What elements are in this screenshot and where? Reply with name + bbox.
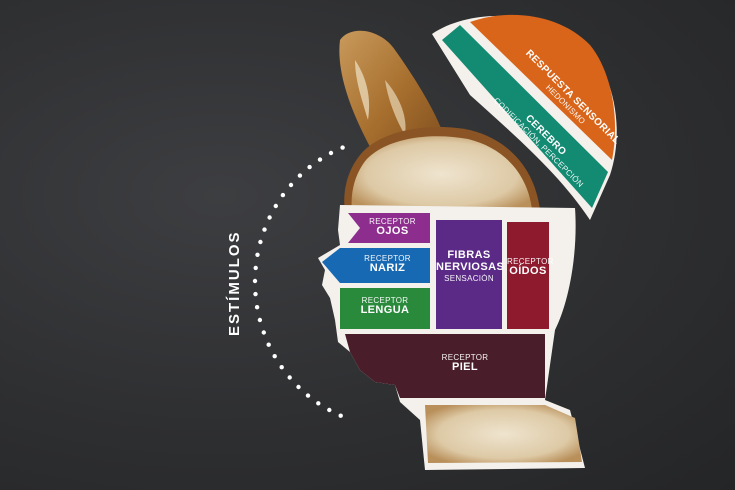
stimuli-dot [262, 227, 267, 232]
receptor-ears-block [507, 222, 549, 329]
stimuli-dot [255, 252, 260, 257]
stimuli-dot [257, 317, 263, 323]
stimuli-arc-dots [252, 145, 345, 418]
stimuli-dot [288, 182, 294, 188]
stimuli-dot [267, 215, 272, 220]
receptor-skin-block [345, 334, 545, 398]
receptor-ears-label: RECEPTOR OÍDOS [507, 257, 554, 278]
nerve-fibers-block [436, 220, 502, 329]
receptor-nose-label: RECEPTOR NARIZ [364, 254, 411, 275]
receptor-nose-block [322, 248, 430, 283]
stimuli-dot [287, 375, 292, 380]
stimuli-dot [266, 342, 271, 347]
stimuli-dot [307, 164, 312, 170]
stimuli-dot [253, 291, 258, 297]
bread-slice-top [344, 127, 540, 212]
stimuli-dot [296, 384, 301, 390]
brain-layer-band [442, 25, 608, 208]
stimuli-dot [327, 407, 332, 413]
stimuli-dot [338, 413, 343, 418]
receptor-eyes-label: RECEPTOR OJOS [369, 217, 416, 238]
stimuli-dot [280, 192, 286, 198]
stimuli-dot [279, 365, 284, 370]
stimuli-dot [317, 157, 323, 162]
stimuli-dot [273, 203, 278, 209]
stimuli-dot [328, 150, 334, 156]
receptor-tongue-label: RECEPTOR LENGUA [360, 296, 410, 317]
stimuli-dot [316, 401, 321, 406]
stimuli-dot [254, 305, 260, 310]
receptor-eyes-block [348, 213, 430, 243]
stimuli-dot [258, 239, 263, 245]
nerve-fibers-label: FIBRAS NERVIOSAS SENSACIÓN [436, 249, 505, 284]
stimuli-dot [261, 330, 266, 335]
stimuli-label: ESTÍMULOS [226, 230, 243, 336]
stimuli-dot [340, 145, 345, 150]
stimuli-dot [272, 354, 277, 359]
stimuli-dot [305, 393, 311, 398]
receptor-skin-label: RECEPTOR PIEL [441, 353, 489, 374]
stimuli-dot [253, 265, 258, 271]
receptor-tongue-block [340, 288, 430, 329]
stimuli-dot [252, 278, 258, 284]
stimuli-dot [297, 173, 303, 178]
bread-slice-neck [425, 405, 582, 463]
sensory-response-band [470, 14, 616, 160]
